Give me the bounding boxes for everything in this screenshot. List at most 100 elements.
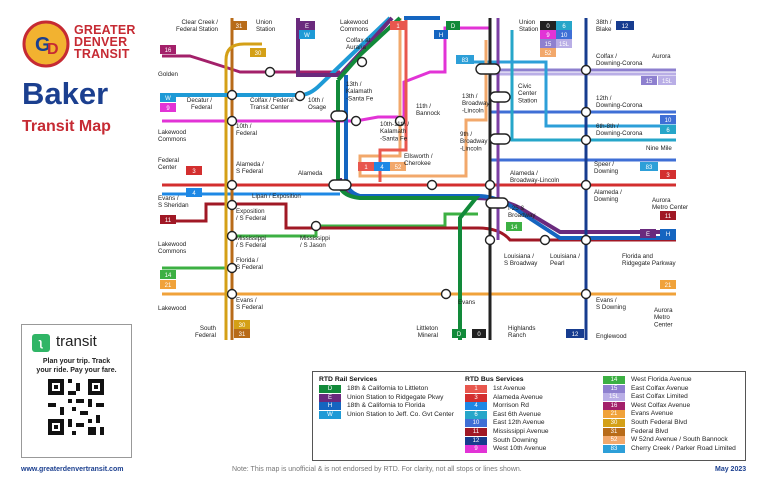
svg-text:11: 11 — [665, 214, 672, 220]
svg-text:31: 31 — [239, 332, 246, 338]
legend-badge: 10 — [465, 419, 487, 428]
logo-line-2: DENVER — [74, 35, 128, 49]
legend-label: Morrison Rd — [493, 402, 529, 410]
legend-label: Evans Avenue — [631, 410, 674, 418]
station-markers — [226, 56, 592, 300]
svg-text:83: 83 — [462, 58, 469, 64]
station-label-ellsworth: Ellsworth /Cherokee — [404, 153, 433, 167]
svg-text:30: 30 — [255, 51, 262, 57]
station-label-florida-federal: Florida /S Federal — [236, 257, 263, 271]
station-label-kalamath10: 10th-11th /Kalamath-Santa Fe — [380, 121, 409, 142]
website-link[interactable]: www.greaterdenvertransit.com — [21, 466, 124, 473]
svg-text:15: 15 — [646, 79, 653, 85]
transit-tagline-1: Plan your trip. Track — [42, 358, 111, 365]
svg-text:D: D — [457, 332, 462, 338]
station-label-evans-downing: Evans /S Downing — [596, 297, 626, 311]
map-date: May 2023 — [715, 466, 747, 473]
station-label-ninemile: Nine Mile — [646, 145, 672, 152]
legend-bus-title: RTD Bus Services — [465, 376, 524, 383]
legend-item-route-21: 21 Evans Avenue — [603, 410, 673, 419]
svg-text:15: 15 — [545, 42, 552, 48]
station-label-evans-federal: Evans /S Federal — [236, 297, 263, 311]
station-label-lipan: Lipan / Exposition — [252, 193, 301, 200]
svg-text:12: 12 — [622, 24, 629, 30]
station-label-decatur: Decatur /Federal — [187, 97, 212, 111]
station-label-louisiana-broadway: Louisiana /S Broadway — [504, 253, 538, 267]
gdt-logo-icon: G D — [22, 20, 70, 68]
svg-text:31: 31 — [236, 24, 243, 30]
legend-badge: 31 — [603, 427, 625, 436]
legend-badge: D — [319, 385, 341, 393]
svg-text:9: 9 — [546, 33, 550, 39]
legend-badge: 15L — [603, 393, 625, 402]
legend-badge: 4 — [465, 402, 487, 411]
legend-badge: 1 — [465, 385, 487, 393]
svg-text:4: 4 — [192, 191, 196, 197]
station-label-federal10: 10th /Federal — [236, 123, 257, 137]
transit-app-name: transit — [56, 333, 97, 350]
svg-text:E: E — [305, 24, 309, 30]
svg-text:6: 6 — [562, 24, 566, 30]
qr-code-icon[interactable] — [48, 379, 104, 435]
legend-label: East 12th Avenue — [493, 419, 545, 427]
station-label-miss-jason: Mississippi/ S Jason — [300, 235, 330, 249]
legend-badge: E — [319, 393, 341, 402]
legend-badge: 6 — [465, 410, 487, 419]
svg-text:15L: 15L — [559, 42, 570, 48]
legend-label: Mississippi Avenue — [493, 428, 549, 435]
svg-text:3: 3 — [666, 173, 670, 179]
map-subtitle: Transit Map — [22, 118, 111, 135]
legend-badge: 15 — [603, 384, 625, 393]
transit-tagline-2: your ride. Pay your fare. — [36, 367, 117, 374]
legend-item-route-31: 31 Federal Blvd — [603, 427, 669, 437]
legend-label: Union Station to Ridgegate Pkwy — [347, 393, 444, 401]
transit-app-icon: ʅ — [32, 334, 50, 352]
station-label-lakewood: Lakewood — [158, 305, 187, 312]
station-label-broadway9: 9th /Broadway-Lincoln — [460, 131, 488, 152]
legend-badge: 12 — [465, 436, 487, 445]
svg-text:E: E — [646, 232, 650, 238]
station-label-evans: Evans — [458, 299, 475, 306]
legend-badge: 21 — [603, 410, 625, 419]
logo-line-3: TRANSIT — [74, 47, 130, 61]
svg-text:21: 21 — [665, 283, 672, 289]
svg-text:10: 10 — [561, 33, 568, 39]
station-label-i25: I-25 &Broadway — [508, 205, 536, 219]
route-6-line — [510, 30, 676, 142]
legend-label: West Colfax Avenue — [631, 401, 691, 409]
legend-label: West Florida Avenue — [631, 376, 692, 383]
legend-label: W 52nd Avenue / South Bannock — [631, 436, 728, 444]
svg-text:W: W — [304, 33, 310, 39]
legend-label: Federal Blvd — [631, 427, 669, 435]
station-label-sheridan: Evans /S Sheridan — [158, 195, 189, 209]
legend-item-route-e: E Union Station to Ridgegate Pkwy — [319, 393, 444, 403]
svg-text:H: H — [666, 232, 670, 238]
svg-text:83: 83 — [646, 165, 653, 171]
legend-label: South Downing — [493, 436, 538, 444]
station-label-alameda-downing: Alameda /Downing — [594, 189, 622, 203]
svg-text:D: D — [451, 24, 456, 30]
station-label-englewood: Englewood — [596, 333, 627, 340]
legend-badge: 30 — [603, 419, 625, 427]
logo-line-1: GREATER — [74, 23, 136, 37]
svg-text:30: 30 — [239, 323, 246, 329]
legend-badge: 3 — [465, 393, 487, 402]
station-label-bannock11: 11th /Bannock — [416, 103, 441, 117]
transit-app-promo[interactable]: ʅ transit Plan your trip. Track your rid… — [21, 324, 132, 458]
